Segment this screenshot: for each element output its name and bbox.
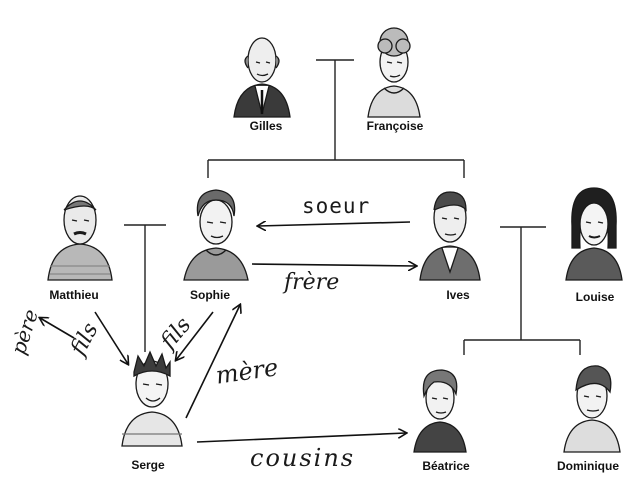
beatrice-portrait	[413, 369, 467, 453]
louise-portrait	[565, 187, 623, 281]
pere-arrow	[40, 318, 75, 339]
dominique-portrait	[563, 365, 621, 453]
serge-portrait	[121, 350, 183, 447]
cousins-arrow	[196, 433, 406, 443]
gilles-portrait	[233, 37, 291, 118]
frere-arrow	[251, 264, 416, 266]
tree-lines	[124, 59, 581, 355]
mere-arrow	[185, 305, 240, 419]
matthieu-portrait	[47, 195, 113, 281]
name-ives: Ives	[446, 288, 470, 302]
annotation-arrows	[40, 222, 416, 443]
name-gilles: Gilles	[249, 119, 283, 133]
name-serge: Serge	[131, 458, 165, 472]
soeur-arrow	[258, 222, 411, 226]
francoise-portrait	[367, 27, 421, 118]
name-matthieu: Matthieu	[49, 288, 99, 302]
annotation-frere: frère	[284, 270, 340, 295]
name-sophie: Sophie	[189, 288, 231, 302]
fils-arrow-1	[94, 311, 128, 364]
fils-arrow-2	[176, 311, 214, 360]
ives-portrait	[419, 191, 481, 281]
name-beatrice: Béatrice	[422, 459, 470, 473]
name-francoise: Françoise	[366, 119, 424, 133]
annotation-cousins: cousins	[250, 444, 356, 472]
sophie-portrait	[183, 189, 249, 281]
annotation-soeur: soeur	[302, 194, 371, 218]
name-louise: Louise	[575, 290, 615, 304]
name-dominique: Dominique	[557, 459, 619, 473]
